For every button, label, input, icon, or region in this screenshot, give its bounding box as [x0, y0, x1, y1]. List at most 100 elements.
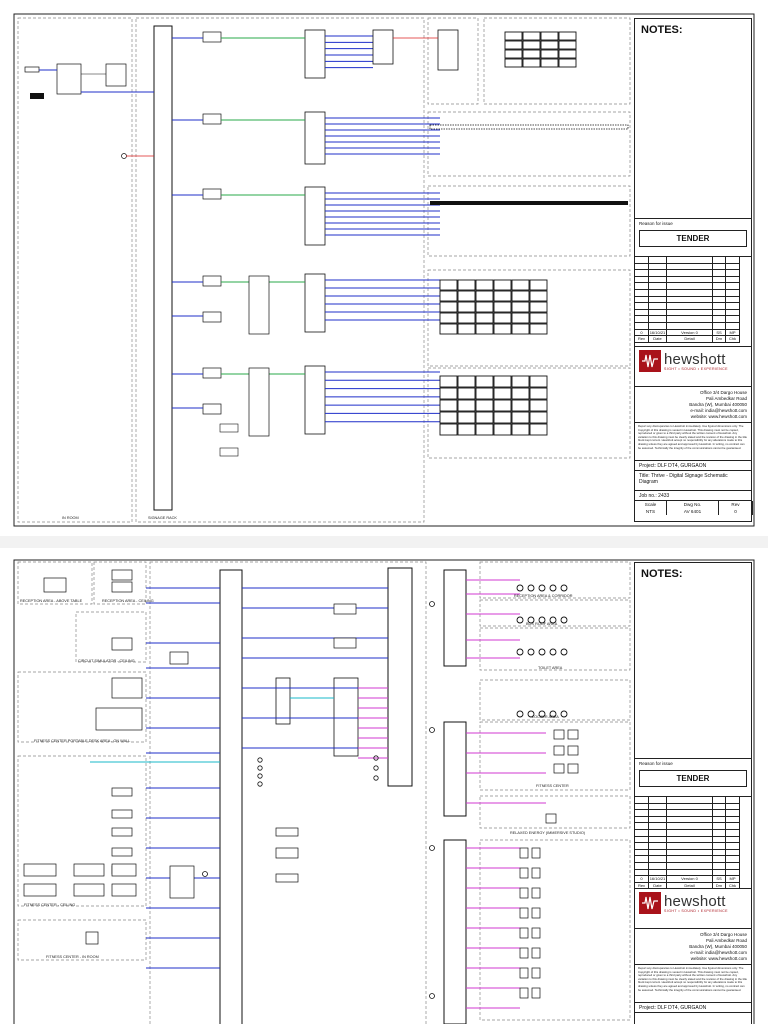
video-wall-tile — [493, 399, 512, 412]
drawing-info: Scale Dwg No. Rev NTS AV 6401 0 — [635, 501, 753, 515]
video-wall-tile — [493, 411, 512, 424]
media-player — [111, 883, 137, 897]
speaker-icon — [516, 584, 524, 592]
speaker-icon — [549, 584, 557, 592]
panel-display — [531, 847, 541, 859]
video-wall-tile — [439, 279, 458, 291]
label-fitness-portable: FITNESS CENTER PORTABLE DESK AREA - ON W… — [34, 739, 131, 743]
speaker-icon — [257, 757, 263, 763]
title-block-2: NOTES: Reason for issue TENDER 0 16/1 — [634, 562, 752, 1024]
drawing-title: Title: Thrive - Digital Signage Schemati… — [639, 473, 728, 485]
video-wall-tile — [493, 375, 512, 388]
led-strip-display — [429, 124, 629, 130]
video-wall-tile — [457, 312, 476, 324]
media-player — [202, 403, 222, 415]
video-wall-tile — [493, 301, 512, 313]
speaker-icon — [527, 648, 535, 656]
video-wall-tile — [504, 58, 523, 68]
hewshott-logo-icon — [639, 350, 661, 372]
panel-display — [519, 867, 529, 879]
monitor-display — [567, 763, 579, 774]
video-wall-tile — [439, 423, 458, 436]
video-wall-tile — [475, 399, 494, 412]
video-wall-tile — [511, 375, 530, 388]
video-wall-tile — [511, 279, 530, 291]
media-player — [73, 883, 105, 897]
tablet-display — [95, 707, 143, 731]
video-wall-tile — [475, 301, 494, 313]
video-wall-tile — [475, 279, 494, 291]
video-wall-tile — [475, 411, 494, 424]
video-wall-tile — [511, 387, 530, 400]
panel-display — [519, 987, 529, 999]
video-wall-tile — [439, 290, 458, 302]
video-wall-tile — [504, 31, 523, 41]
label-fitness-ceiling: FITNESS CENTER - CEILING — [24, 903, 76, 907]
video-wall-tile — [529, 399, 548, 412]
media-player — [202, 367, 222, 379]
video-wall-tile — [457, 279, 476, 291]
video-wall-tile — [511, 411, 530, 424]
revision-table: 0 16/10/21 Version 0 SS MP Rev Date Deta… — [635, 257, 751, 343]
video-wall-tile — [493, 279, 512, 291]
display-screen — [43, 577, 67, 593]
panel-display — [519, 907, 529, 919]
speaker-icon — [549, 710, 557, 718]
label-circuit-ceiling: CIRCUIT SIMULATOR - CEILING — [78, 659, 135, 663]
video-wall-tile — [493, 323, 512, 335]
media-player — [73, 863, 105, 877]
panel-display — [519, 887, 529, 899]
video-wall-tile — [540, 40, 559, 50]
speaker-icon — [538, 584, 546, 592]
reason-label-2: Reason for issue — [639, 761, 673, 766]
media-player — [202, 311, 222, 323]
video-wall-tile — [504, 49, 523, 59]
drawing-sheet-1: IN ROOM SIGNAGE RACK NOTES: Reason for i… — [13, 13, 755, 527]
sensor-device — [85, 931, 99, 945]
video-wall-tile — [493, 290, 512, 302]
monitor-display — [553, 729, 565, 740]
video-wall-tile — [439, 411, 458, 424]
monitor-display — [567, 745, 579, 756]
monitor-display — [553, 763, 565, 774]
label-reception-table: RECEPTION AREA - ABOVE TABLE — [20, 599, 83, 603]
company-name-2: hewshott — [664, 892, 726, 910]
notes-title: NOTES: — [641, 24, 683, 36]
video-wall-tile — [504, 40, 523, 50]
speaker-icon — [516, 648, 524, 656]
media-player — [219, 423, 239, 433]
company-tagline: SIGHT • SOUND • EXPERIENCE — [664, 366, 728, 371]
video-wall-tile — [511, 323, 530, 335]
status-badge-2: TENDER — [639, 770, 747, 787]
video-wall-tile — [457, 301, 476, 313]
panel-display — [519, 847, 529, 859]
label-toilet-area: TOILET AREA — [538, 666, 563, 670]
speaker-icon — [429, 727, 435, 733]
panel-display — [531, 927, 541, 939]
media-player — [111, 847, 133, 857]
distribution-unit — [304, 111, 326, 165]
video-wall-tile — [529, 290, 548, 302]
speaker-icon — [527, 584, 535, 592]
video-wall-tile — [522, 40, 541, 50]
notes-title-2: NOTES: — [641, 568, 683, 580]
video-wall-tile — [511, 399, 530, 412]
speaker-icon — [549, 648, 557, 656]
speaker-icon — [538, 616, 546, 624]
video-wall-tile — [522, 31, 541, 41]
speaker-icon — [429, 993, 435, 999]
disclaimer: Report any discrepancies to Hewshott imm… — [638, 424, 747, 450]
media-player — [111, 809, 133, 819]
zone-label-in-room: IN ROOM — [62, 516, 79, 520]
distribution-unit — [304, 186, 326, 246]
speaker-icon — [560, 616, 568, 624]
media-player — [111, 827, 133, 837]
media-player — [202, 188, 222, 200]
video-wall-tile — [457, 375, 476, 388]
company-address: Office 3/4 Dargo House Pali Ambedkar Roa… — [689, 390, 747, 419]
video-wall-tile — [439, 323, 458, 335]
video-wall-tile — [540, 49, 559, 59]
job-number: Job no.: 2433 — [639, 493, 670, 499]
label-reception-ceiling: RECEPTION AREA - CEILING — [102, 599, 154, 603]
video-wall-tile — [493, 312, 512, 324]
